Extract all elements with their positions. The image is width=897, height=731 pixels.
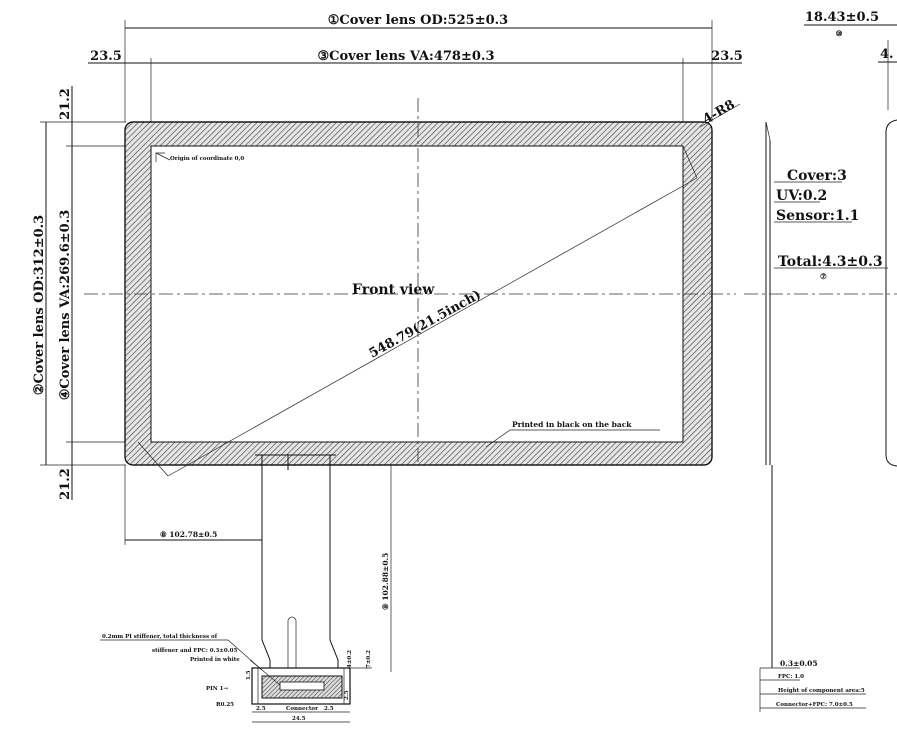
thickness-label: 18.43±0.5 (805, 10, 879, 25)
thickness-circle: ⑩ (836, 29, 843, 38)
front-view-title: Front view (352, 282, 435, 298)
dim-e-label: 2.5 (256, 706, 266, 712)
right-margin-label: 23.5 (711, 49, 743, 64)
origin-leader (155, 152, 171, 161)
od-height-label: ②Cover lens OD:312±0.3 (32, 215, 47, 395)
cover-lens-outline (124, 121, 713, 466)
fpc-tail: ⑧ 102.78±0.5 ⑨ 102.88±0.5 0.2mm PI stiff… (100, 454, 392, 723)
dim-d-label: 2.5 (344, 690, 350, 700)
side-view-top-bevel (765, 121, 771, 141)
total-circle: ⑦ (820, 272, 827, 281)
diagonal-tick-right (682, 145, 698, 179)
connector-outline (251, 667, 351, 705)
dim-g-label: 24.5 (292, 716, 306, 722)
partial-right-label: 4. (880, 47, 894, 62)
fpc-offset-y-label: ⑨ 102.88±0.5 (381, 553, 390, 610)
side-dimensions: ②Cover lens OD:312±0.3 ④Cover lens VA:26… (32, 86, 152, 500)
connector-note: Connector+FPC: 7.0±0.5 (776, 702, 853, 708)
corner-radius-label: 4-R8 (701, 97, 738, 127)
dim-f-label: 2.5 (324, 706, 334, 712)
small-dim-label: 0.3±0.05 (780, 659, 818, 668)
side-bracket (885, 119, 897, 467)
left-margin-label: 23.5 (90, 49, 122, 64)
top-dimensions: ①Cover lens OD:525±0.3 ③Cover lens VA:47… (88, 10, 897, 146)
diagonal-line (167, 177, 698, 477)
dim-c-label: 1.5 (246, 670, 252, 680)
side-view: Cover:3 UV:0.2 Sensor:1.1 Total:4.3±0.3 … (744, 40, 897, 712)
va-width-label: ③Cover lens VA:478±0.3 (318, 49, 495, 64)
printed-white-leader (249, 659, 281, 686)
dim-b-label: 7±0.2 (366, 650, 372, 668)
back-print-note: Printed in black on the back (512, 420, 632, 429)
uv-thickness: UV:0.2 (776, 188, 827, 204)
va-height-label: ④Cover lens VA:269.6±0.3 (58, 210, 73, 401)
diagonal-tick-left (137, 441, 169, 477)
sensor-thickness: Sensor:1.1 (776, 208, 859, 224)
height-note: Height of component area:5 (778, 688, 865, 694)
total-thickness: Total:4.3±0.3 (778, 254, 883, 270)
origin-note: Origin of coordinate 0,0 (170, 156, 244, 162)
connector-label: Connector (286, 706, 318, 712)
fpc-slit-end (287, 616, 297, 621)
stiffener-note-1: 0.2mm PI stiffener, total thickness of (102, 634, 218, 640)
top-margin-label: 21.2 (58, 88, 73, 120)
bottom-margin-label: 21.2 (58, 468, 73, 500)
back-print-leader (485, 429, 511, 448)
corner-radius-leader (699, 103, 741, 128)
fpc-note: FPC: 1.0 (778, 674, 804, 680)
cover-thickness: Cover:3 (787, 168, 847, 184)
od-width-label: ①Cover lens OD:525±0.3 (328, 13, 508, 28)
dim-h-label: R0.25 (216, 702, 234, 708)
printed-white-note: Printed in white (190, 657, 240, 663)
fpc-left-edge (261, 455, 271, 668)
dim-a-label: 4±0.2 (347, 650, 353, 668)
connector-pin-window (279, 681, 325, 691)
fpc-right-edge (329, 455, 339, 668)
pin1-label: PIN 1→ (206, 686, 228, 692)
stiffener-note-2: stiffener and FPC: 0.3±0.05 (152, 648, 237, 654)
front-view-panel: Front view 548.79(21.5inch) 4-R8 Origin … (84, 97, 741, 477)
fpc-offset-x-label: ⑧ 102.78±0.5 (160, 530, 217, 539)
